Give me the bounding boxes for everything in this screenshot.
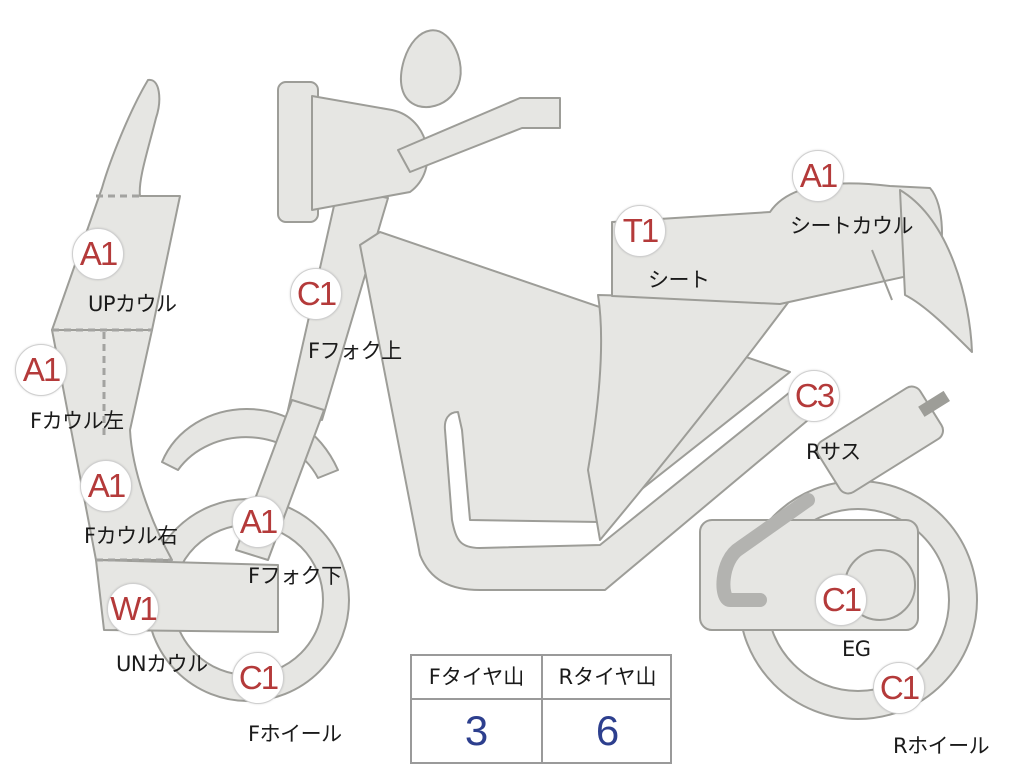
r-wheel-grade-badge: C1 [873, 662, 925, 714]
f-cowl-left-label: Fカウル左 [30, 409, 124, 433]
up-cowl-grade-badge: A1 [72, 228, 124, 280]
body-panel-shape [587, 294, 791, 541]
rear-suspension-shape [815, 385, 950, 495]
f-wheel-grade-badge: C1 [232, 652, 284, 704]
un-cowl-grade-badge: W1 [107, 583, 159, 635]
un-cowl-label: UNカウル [116, 652, 208, 676]
tail-shape [899, 189, 973, 353]
front-tread-header: Fタイヤ山 [412, 656, 541, 700]
front-tread-value: 3 [464, 707, 489, 754]
f-fork-lower-grade-badge: A1 [232, 496, 284, 548]
r-suspension-grade-badge: C3 [788, 370, 840, 422]
f-wheel-label: Fホイール [248, 722, 342, 746]
f-cowl-left-grade-badge: A1 [15, 344, 67, 396]
seat-label: シート [648, 268, 710, 292]
seat-grade-badge: T1 [614, 205, 666, 257]
f-cowl-right-label: Fカウル右 [84, 524, 178, 548]
exhaust-shape [716, 493, 815, 607]
rear-tread-value: 6 [595, 707, 620, 754]
front-tread-column: Fタイヤ山 3 [412, 656, 543, 762]
f-fork-lower-label: Fフォク下 [248, 564, 342, 588]
frame-shape [359, 231, 821, 591]
engine-label: EG [842, 637, 871, 661]
f-fork-upper-label: Fフォク上 [308, 339, 402, 363]
seat-cowl-grade-badge: A1 [792, 150, 844, 202]
mirror-shape [400, 29, 462, 109]
r-suspension-label: Rサス [806, 440, 861, 464]
handlebar-shape [397, 97, 561, 173]
engine-grade-badge: C1 [815, 574, 867, 626]
rear-tread-header: Rタイヤ山 [543, 656, 672, 700]
r-wheel-label: Rホイール [893, 734, 990, 758]
f-cowl-right-grade-badge: A1 [80, 460, 132, 512]
seat-cowl-label: シートカウル [790, 214, 914, 238]
f-fork-upper-grade-badge: C1 [290, 268, 342, 320]
rear-tread-column: Rタイヤ山 6 [543, 656, 672, 762]
tire-tread-table: Fタイヤ山 3 Rタイヤ山 6 [410, 654, 672, 764]
up-cowl-label: UPカウル [88, 292, 177, 316]
